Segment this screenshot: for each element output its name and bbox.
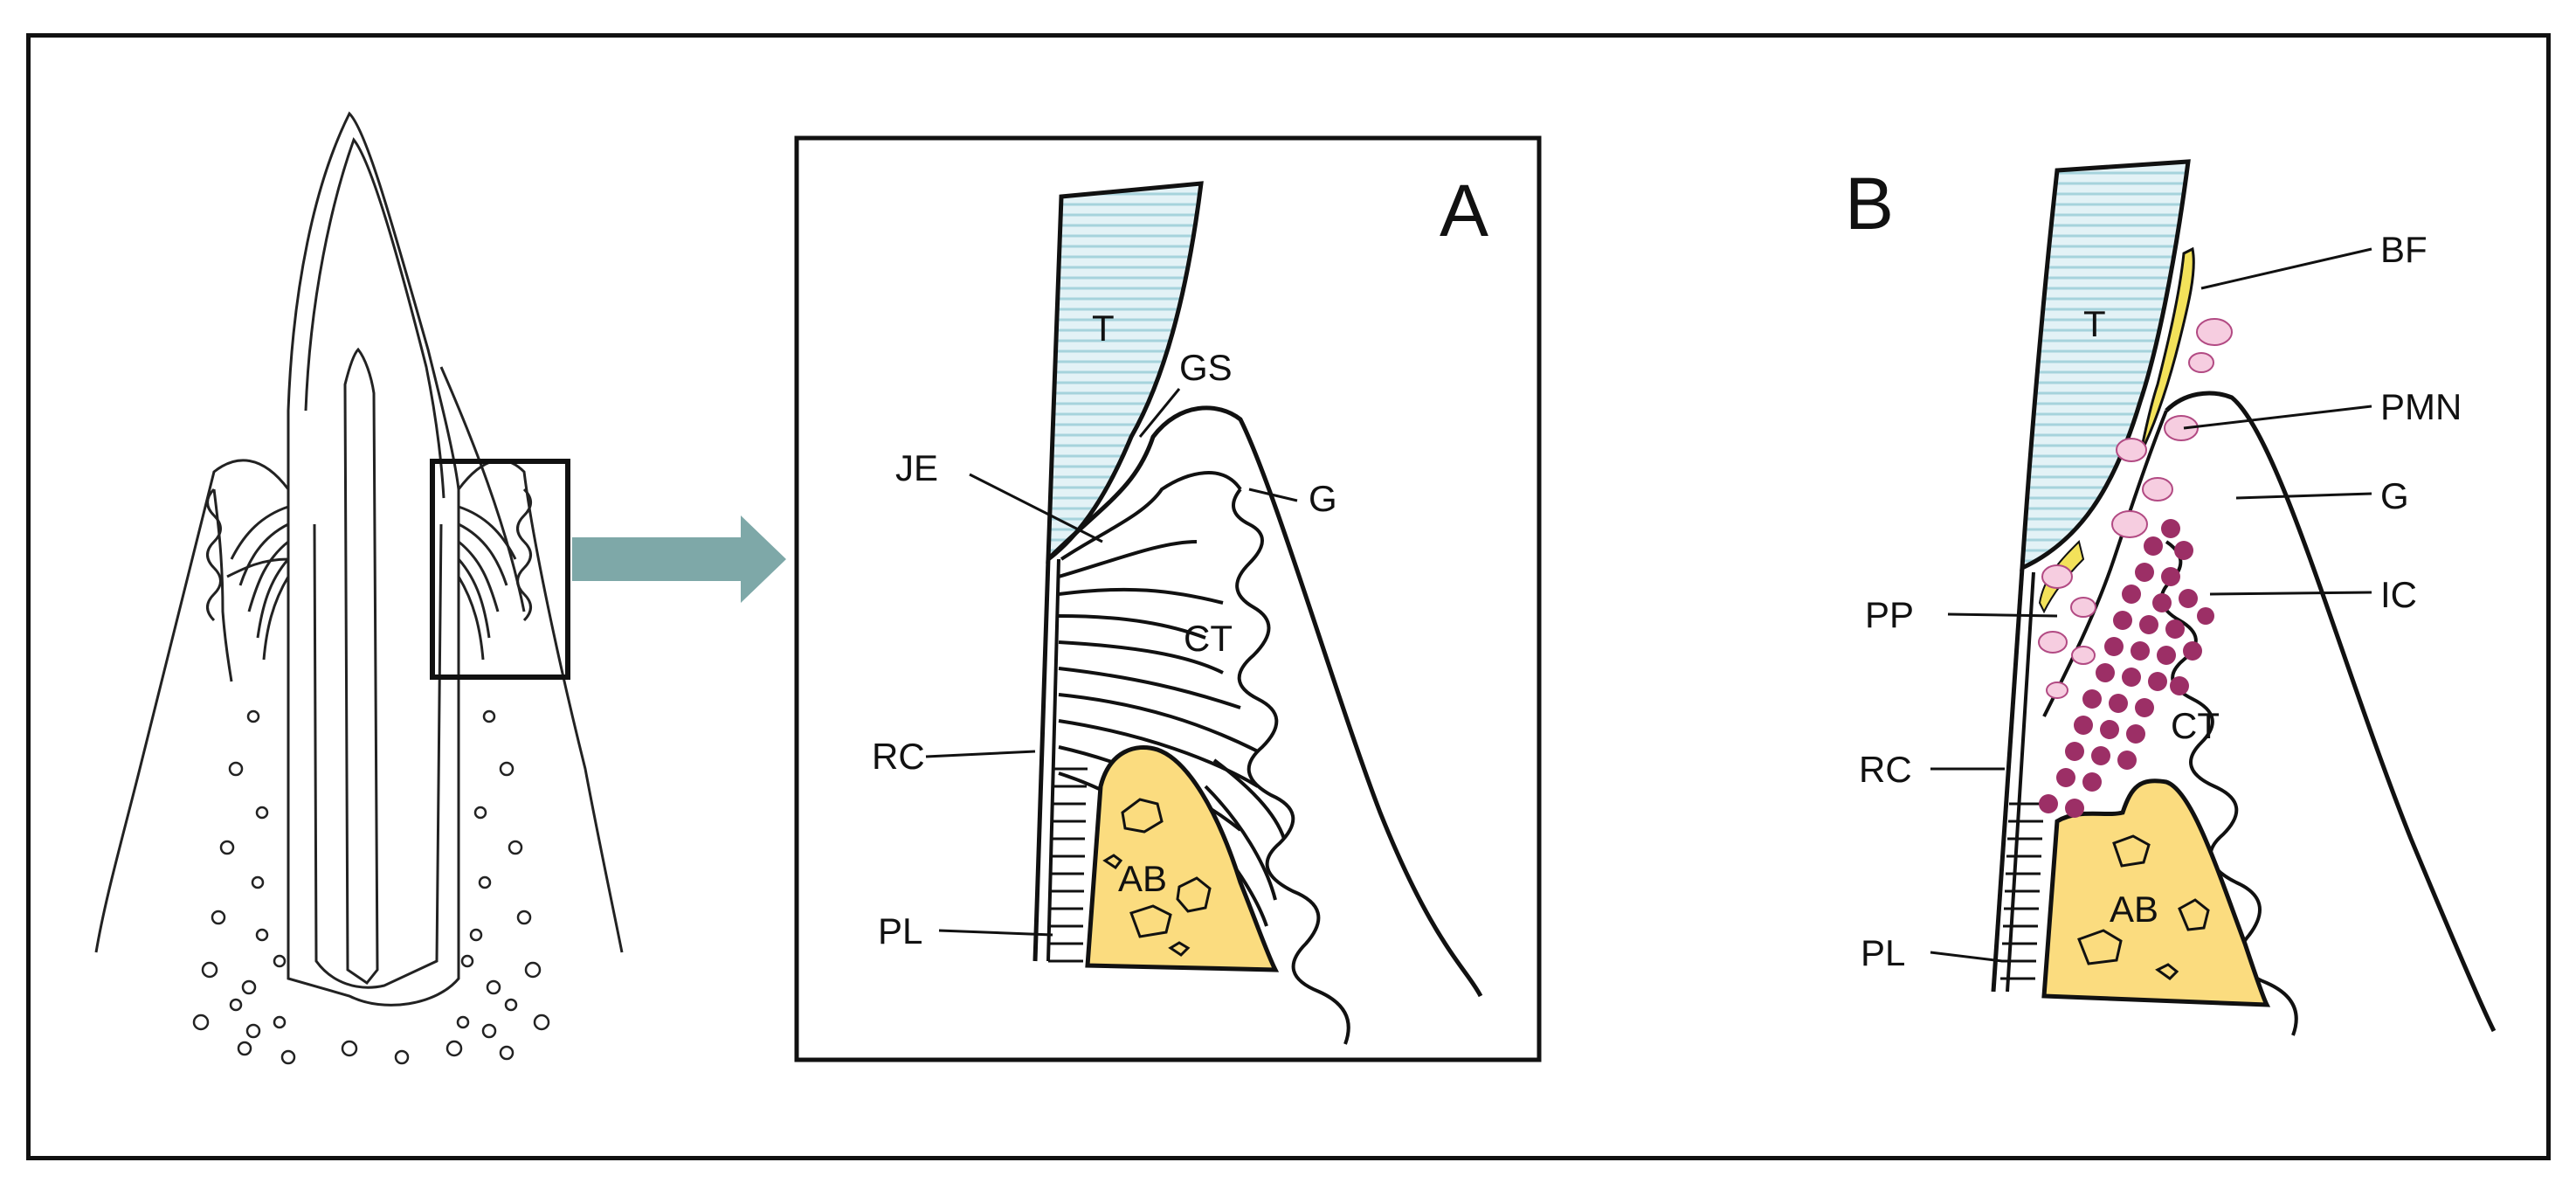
figure-frame [26,33,2551,1160]
panel-b-label-ct: CT [2171,705,2220,746]
panel-a-label-rc: RC [872,736,925,777]
panel-a-label-pl: PL [878,910,922,951]
panel-b-label-bf: BF [2380,229,2428,270]
tooth-overview [94,111,624,1065]
panel-b-label-pmn: PMN [2380,386,2462,427]
panel-b-label-tooth: T [2083,303,2106,344]
panel-b-label-ab: AB [2110,889,2158,930]
panel-a-label-ct: CT [1184,618,1233,659]
panel-b-label-ic: IC [2380,574,2417,615]
panel-a-label-gs: GS [1179,347,1233,388]
panel-a: A T GS JE G CT RC AB PL [794,135,1542,1062]
panel-b-label-rc: RC [1859,749,1912,790]
zoom-arrow [572,515,786,603]
panel-b-label-pp: PP [1865,594,1914,635]
panel-a-letter: A [1440,170,1488,252]
panel-a-label-je: JE [895,447,938,488]
panel-b-label-g: G [2380,475,2409,516]
panel-a-label-g: G [1309,478,1337,519]
panel-b-letter: B [1845,163,1894,245]
panel-b-label-pl: PL [1861,932,1905,973]
panel-a-label-ab: AB [1118,858,1167,899]
panel-a-label-tooth: T [1092,308,1115,349]
panel-b: B T BF PMN G PP IC CT RC AB PL [1845,159,2497,1036]
